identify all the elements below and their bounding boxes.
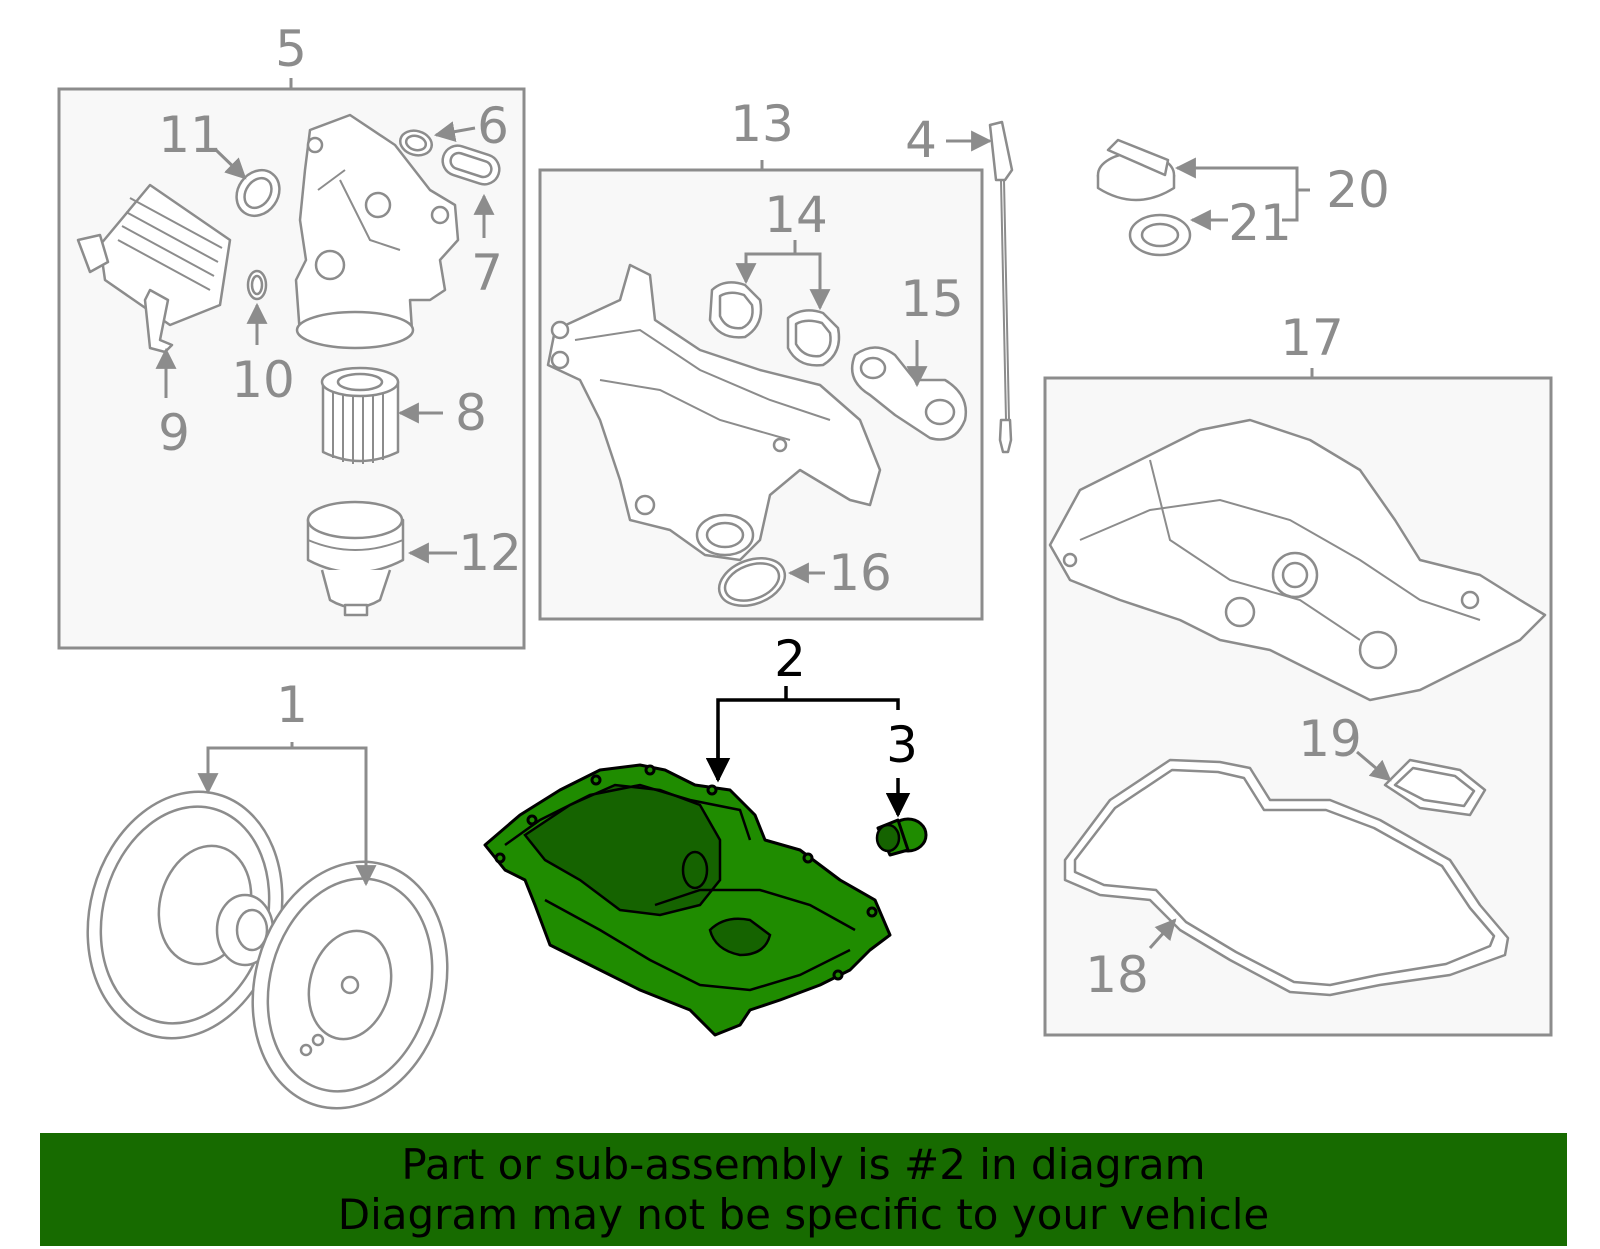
leader-2	[705, 686, 900, 783]
callout-2: 2	[774, 630, 806, 688]
intake-manifold[interactable]	[546, 263, 882, 562]
gasket-part-19[interactable]	[1383, 758, 1487, 817]
callout-17: 17	[1280, 309, 1344, 367]
oil-filler-cap-part-20[interactable]	[1096, 138, 1176, 202]
dipstick-part-4[interactable]	[988, 120, 1014, 454]
callout-13: 13	[730, 95, 794, 153]
gasket-part-14[interactable]	[708, 281, 841, 367]
info-banner: Part or sub-assembly is #2 in diagram Di…	[40, 1133, 1567, 1246]
callout-9: 9	[158, 404, 190, 462]
seal-part-11[interactable]	[228, 162, 288, 224]
gasket-part-15[interactable]	[850, 346, 968, 441]
oil-cooler-part-9[interactable]	[76, 183, 232, 354]
callout-14: 14	[764, 186, 828, 244]
leader-6	[433, 121, 476, 142]
valve-cover[interactable]	[1048, 418, 1547, 702]
callout-6: 6	[477, 97, 509, 155]
callout-11: 11	[158, 106, 222, 164]
callout-4: 4	[905, 111, 937, 169]
crankshaft-pulley-part-1[interactable]	[61, 770, 474, 1131]
oil-filter-element-part-8[interactable]	[320, 366, 400, 464]
seal-part-21[interactable]	[1128, 213, 1192, 257]
callout-12: 12	[458, 524, 522, 582]
leader-11	[214, 148, 247, 180]
banner-line-1: Part or sub-assembly is #2 in diagram	[401, 1139, 1206, 1189]
oil-pan-part-2[interactable]	[483, 763, 892, 1037]
callout-19: 19	[1298, 710, 1362, 768]
banner-line-2: Diagram may not be specific to your vehi…	[337, 1189, 1270, 1239]
callout-1: 1	[276, 676, 308, 734]
oil-filter-cap-part-12[interactable]	[306, 500, 405, 617]
callout-3: 3	[886, 716, 918, 774]
callout-21: 21	[1228, 194, 1292, 252]
o-ring-part-6[interactable]	[397, 127, 434, 158]
callout-8: 8	[455, 384, 487, 442]
callout-20: 20	[1326, 161, 1390, 219]
o-ring-part-10[interactable]	[246, 269, 268, 301]
leader-19	[1356, 750, 1392, 782]
oil-filter-housing[interactable]	[294, 113, 460, 350]
callout-16: 16	[828, 544, 892, 602]
callout-10: 10	[231, 351, 295, 409]
callout-15: 15	[900, 270, 964, 328]
leader-18	[1148, 918, 1177, 949]
valve-cover-gasket-part-18[interactable]	[1063, 758, 1510, 997]
o-ring-part-16[interactable]	[713, 550, 792, 615]
callout-18: 18	[1085, 946, 1149, 1004]
drain-plug-part-3[interactable]	[875, 817, 928, 857]
callout-5: 5	[275, 20, 307, 78]
callout-7: 7	[471, 244, 503, 302]
gasket-part-7[interactable]	[439, 142, 503, 188]
group-box-5	[57, 78, 526, 650]
